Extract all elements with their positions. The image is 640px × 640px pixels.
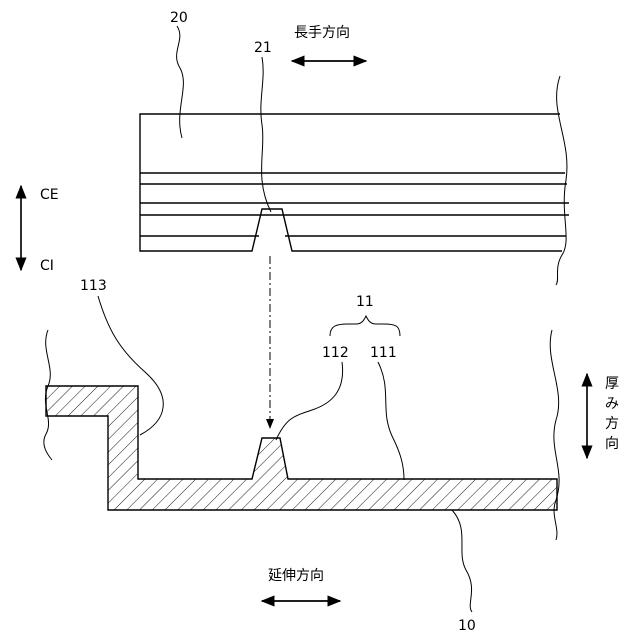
ref-20-label: 20 (170, 10, 188, 26)
longitudinal-direction-label: 長手方向 (294, 25, 350, 41)
svg-text:向: 向 (605, 436, 619, 452)
leader-10 (452, 510, 472, 612)
ref-111-label: 111 (370, 345, 397, 361)
ref-10-label: 10 (458, 618, 476, 634)
leader-112 (276, 362, 343, 440)
thickness-direction-label: 厚 み 方 向 (605, 376, 619, 452)
leader-111 (378, 362, 404, 480)
lower-member-10 (44, 330, 559, 540)
ce-label: CE (40, 187, 59, 203)
ref-11-label: 11 (356, 294, 374, 310)
ref-113-label: 113 (80, 278, 107, 294)
extension-direction-label: 延伸方向 (268, 568, 324, 584)
ref-21-label: 21 (254, 40, 272, 56)
svg-text:方: 方 (605, 416, 619, 432)
ref-112-label: 112 (322, 345, 349, 361)
svg-text:み: み (605, 396, 619, 412)
upper-member-20 (140, 76, 569, 285)
ci-label: CI (40, 258, 54, 274)
brace-11 (330, 316, 400, 336)
svg-text:厚: 厚 (605, 376, 619, 392)
leader-20 (177, 26, 184, 138)
leader-21 (261, 57, 271, 212)
